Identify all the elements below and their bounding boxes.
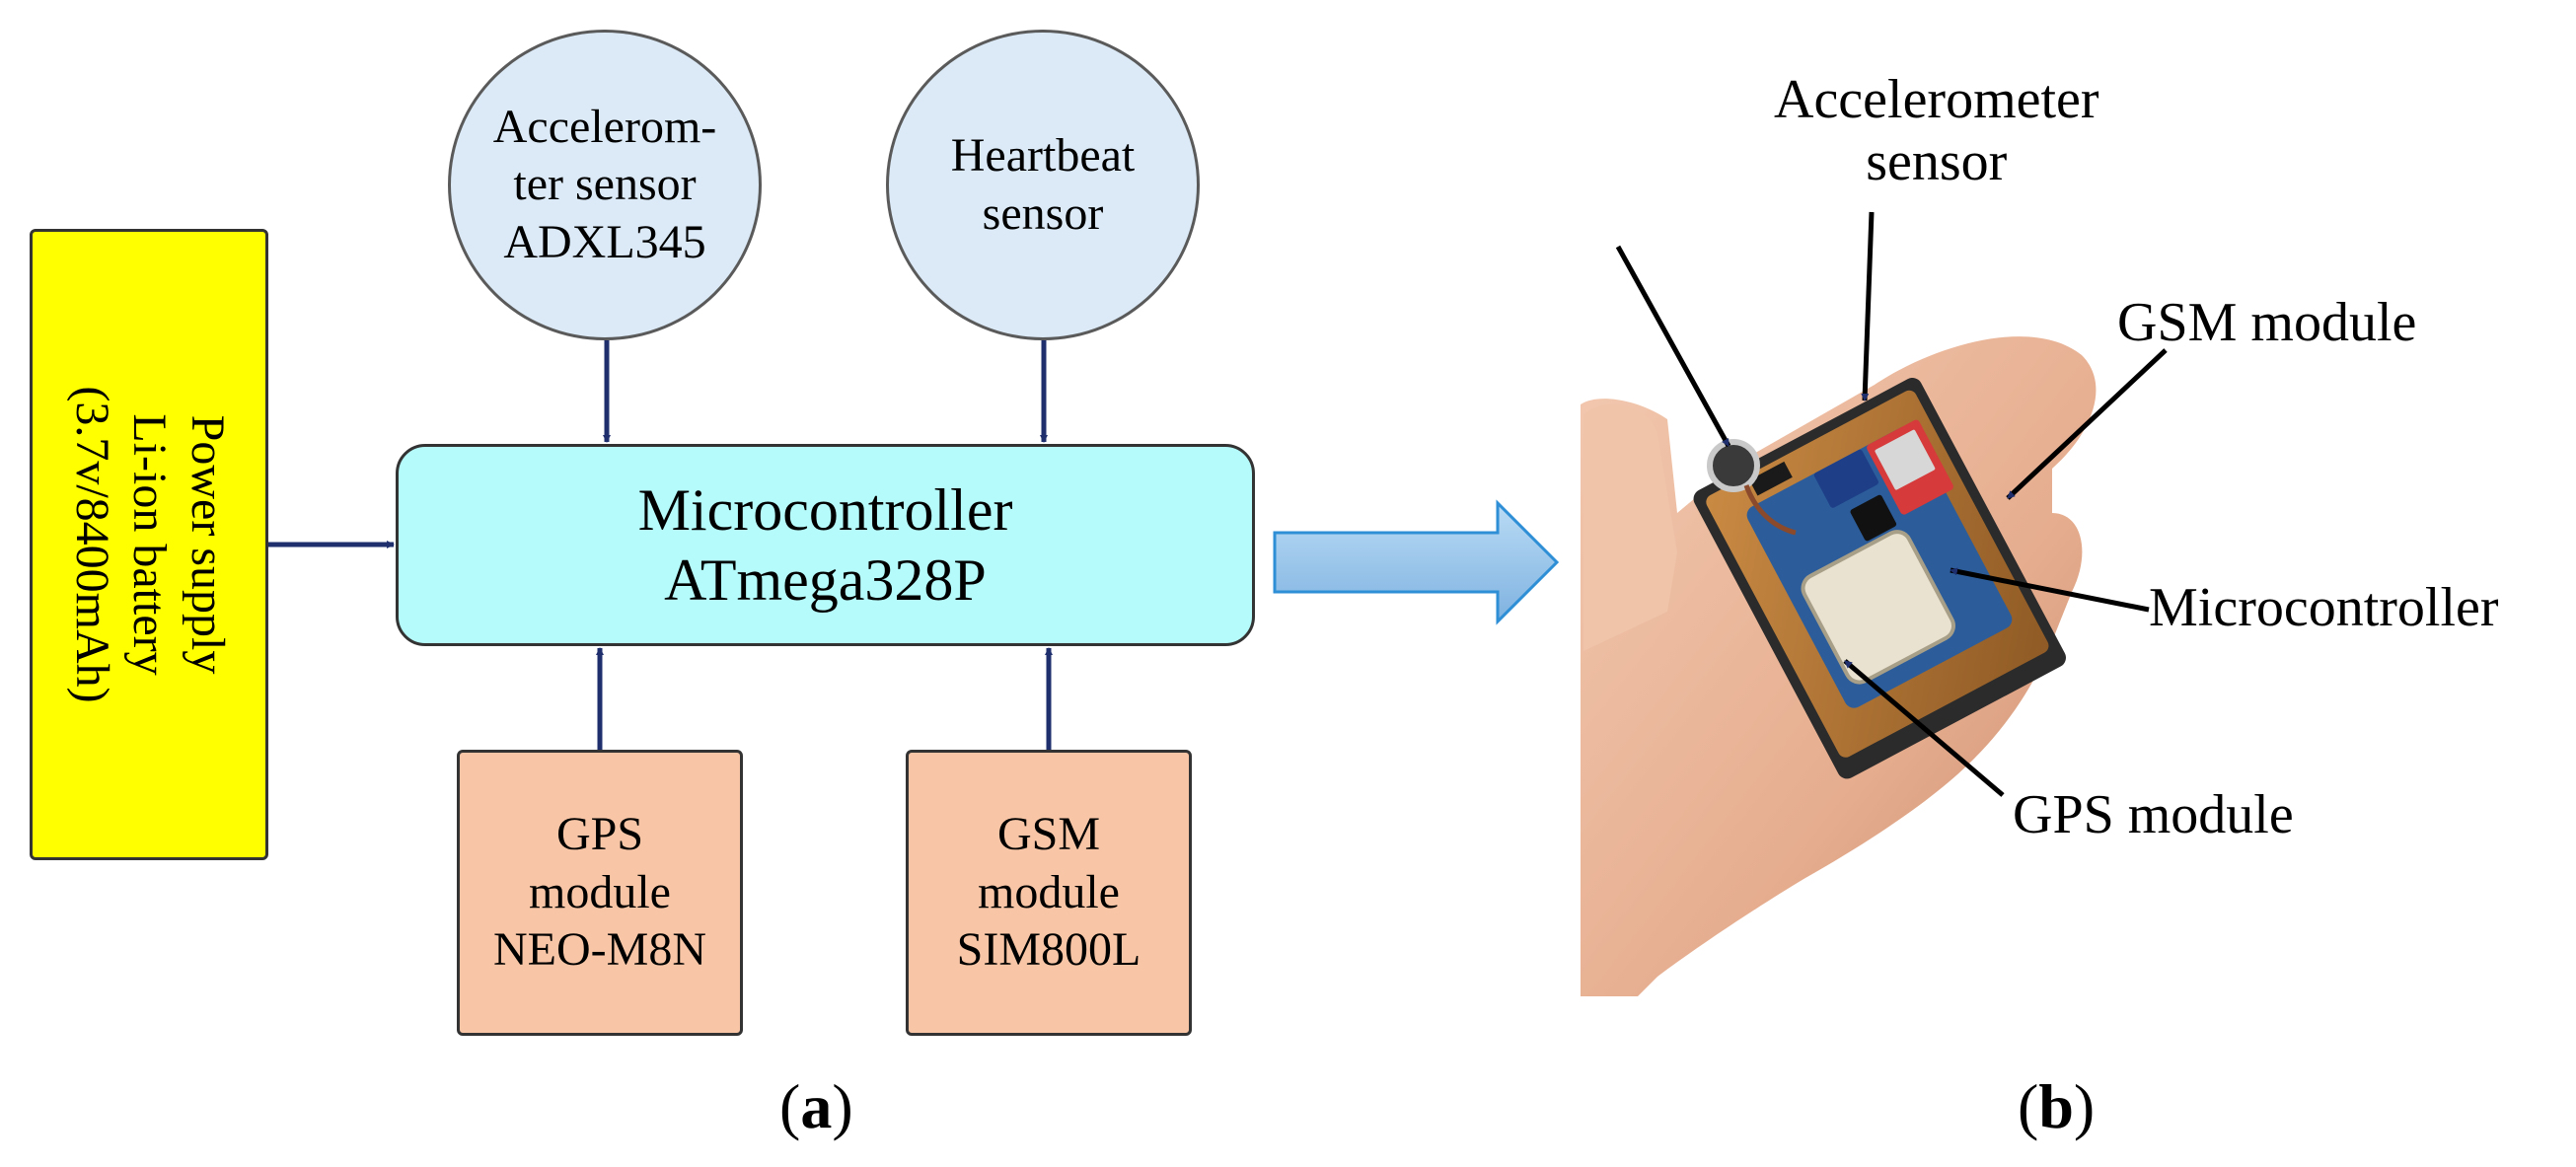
device-photo (1581, 336, 2097, 997)
accelerometer-line-2: ter sensor (513, 158, 697, 211)
microcontroller-line-2: ATmega328P (664, 547, 987, 613)
power-supply-node: Power supply Li-ion battery (3.7v/8400mA… (30, 229, 268, 860)
label-accelerometer-sensor: Accelerometer sensor (1774, 69, 2099, 192)
heartbeat-line-1: Heartbeat (950, 128, 1136, 182)
pointer-gsm (2006, 348, 2168, 500)
label-gsm-module: GSM module (2117, 292, 2417, 353)
heartbeat-sensor-node: Heartbeat sensor (886, 30, 1200, 340)
caption-b-close: ) (2073, 1071, 2096, 1141)
label-gps-module: GPS module (2013, 784, 2294, 845)
caption-a: (a) (779, 1070, 853, 1143)
gsm-line-3: SIM800L (956, 923, 1141, 977)
caption-a-close: ) (832, 1071, 853, 1141)
label-accelerometer-line-2: sensor (1866, 130, 2008, 192)
power-line-3: (3.7v/8400mAh) (65, 386, 118, 703)
caption-a-letter: a (800, 1071, 833, 1141)
gps-line-3: NEO-M8N (493, 923, 706, 977)
device-board (1693, 378, 2066, 779)
accelerometer-line-3: ADXL345 (503, 215, 706, 268)
power-line-2: Li-ion battery (123, 413, 177, 676)
gps-line-2: module (529, 865, 671, 918)
gsm-line-1: GSM (996, 808, 1101, 861)
label-microcontroller: Microcontroller (2149, 577, 2499, 638)
gps-module-node: GPS module NEO-M8N (457, 750, 743, 1036)
pointer-microcontroller (1950, 567, 2150, 613)
accelerometer-line-1: Accelerom- (492, 100, 717, 153)
microcontroller-line-1: Microcontroller (637, 476, 1013, 543)
heartbeat-sensor-disc (1707, 439, 1760, 492)
gsm-module-node: GSM module SIM800L (906, 750, 1192, 1036)
caption-b-letter: b (2038, 1071, 2074, 1141)
gsm-line-2: module (978, 865, 1120, 918)
accelerometer-sensor-node: Accelerom- ter sensor ADXL345 (448, 30, 762, 340)
caption-b: (b) (2018, 1070, 2095, 1143)
pointer-heartbeat (1615, 245, 1731, 448)
sensor-wire (1743, 484, 1797, 536)
power-supply-text: Power supply Li-ion battery (3.7v/8400mA… (62, 239, 236, 850)
pointer-gps (1843, 659, 2005, 797)
caption-b-open: ( (2018, 1071, 2039, 1141)
label-accelerometer-line-1: Accelerometer (1774, 69, 2099, 130)
microcontroller-node: Microcontroller ATmega328P (396, 444, 1255, 646)
pointer-accelerometer (1861, 211, 1875, 401)
caption-a-open: ( (779, 1071, 801, 1141)
big-arrow (1273, 499, 1560, 625)
power-line-1: Power supply (181, 414, 234, 675)
gps-line-1: GPS (555, 808, 644, 861)
heartbeat-line-2: sensor (982, 186, 1104, 240)
thumb-shape (1583, 403, 1677, 651)
